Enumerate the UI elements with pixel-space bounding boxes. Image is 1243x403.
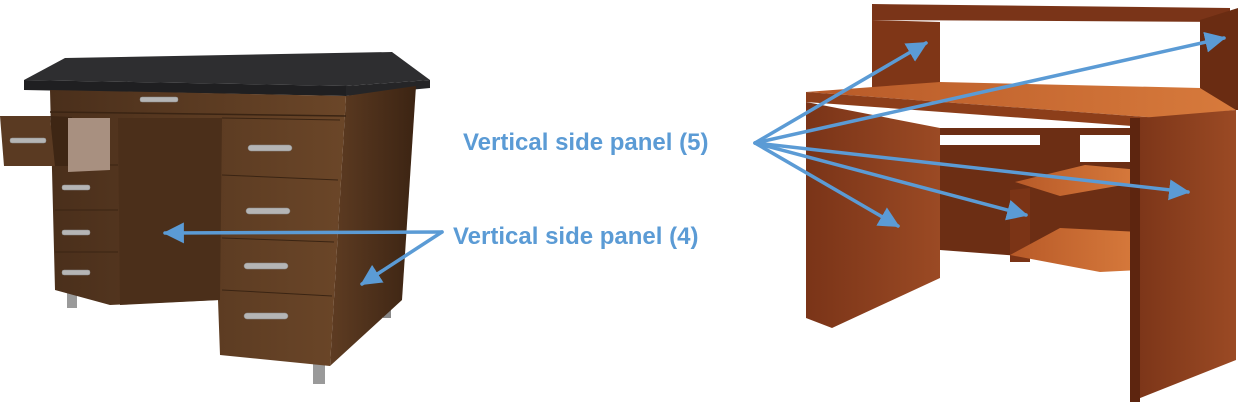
desk-left — [0, 52, 430, 384]
desk-left-top-edge — [24, 80, 346, 96]
desk-left-drawer-panel — [68, 118, 110, 172]
desk-right — [806, 4, 1238, 402]
drawer-handle — [245, 207, 291, 215]
drawer-handle — [243, 312, 289, 320]
desk-left-side-panel — [330, 86, 416, 366]
desk-left-leg — [67, 290, 77, 308]
arrow — [360, 230, 444, 286]
annotation-arrows-left — [162, 222, 444, 286]
arrow — [753, 141, 1029, 221]
desk-left-leg — [313, 360, 325, 384]
drawer-handle — [247, 144, 293, 152]
desk-right-right-panel-edge — [1130, 118, 1140, 402]
annotation-label-left: Vertical side panel (4) — [453, 223, 698, 250]
drawer-handle — [61, 269, 91, 276]
desk-right-shelf-lower — [1010, 228, 1140, 272]
drawer-handle — [243, 262, 289, 270]
arrow — [753, 41, 928, 145]
annotation-label-right: Vertical side panel (5) — [463, 129, 708, 156]
desk-right-surface-edge — [806, 92, 1160, 128]
arrow — [162, 222, 444, 244]
arrow — [753, 141, 900, 228]
desk-left-open-drawer-side — [50, 116, 72, 166]
desk-right-left-panel — [806, 102, 940, 328]
drawer-handle — [61, 229, 91, 236]
arrow — [753, 31, 1227, 145]
desk-left-top — [24, 52, 430, 86]
drawer-handle — [61, 184, 91, 191]
desk-left-knee-space — [118, 118, 222, 305]
desk-right-right-panel — [1130, 110, 1236, 402]
annotation-arrows-right — [753, 31, 1227, 228]
drawer-handle — [9, 137, 47, 144]
drawer-handle — [139, 96, 179, 103]
desk-left-top-side — [346, 80, 430, 96]
desk-right-surface — [806, 82, 1236, 118]
arrow — [753, 141, 1191, 201]
desk-right-hutch-top — [872, 4, 1230, 22]
